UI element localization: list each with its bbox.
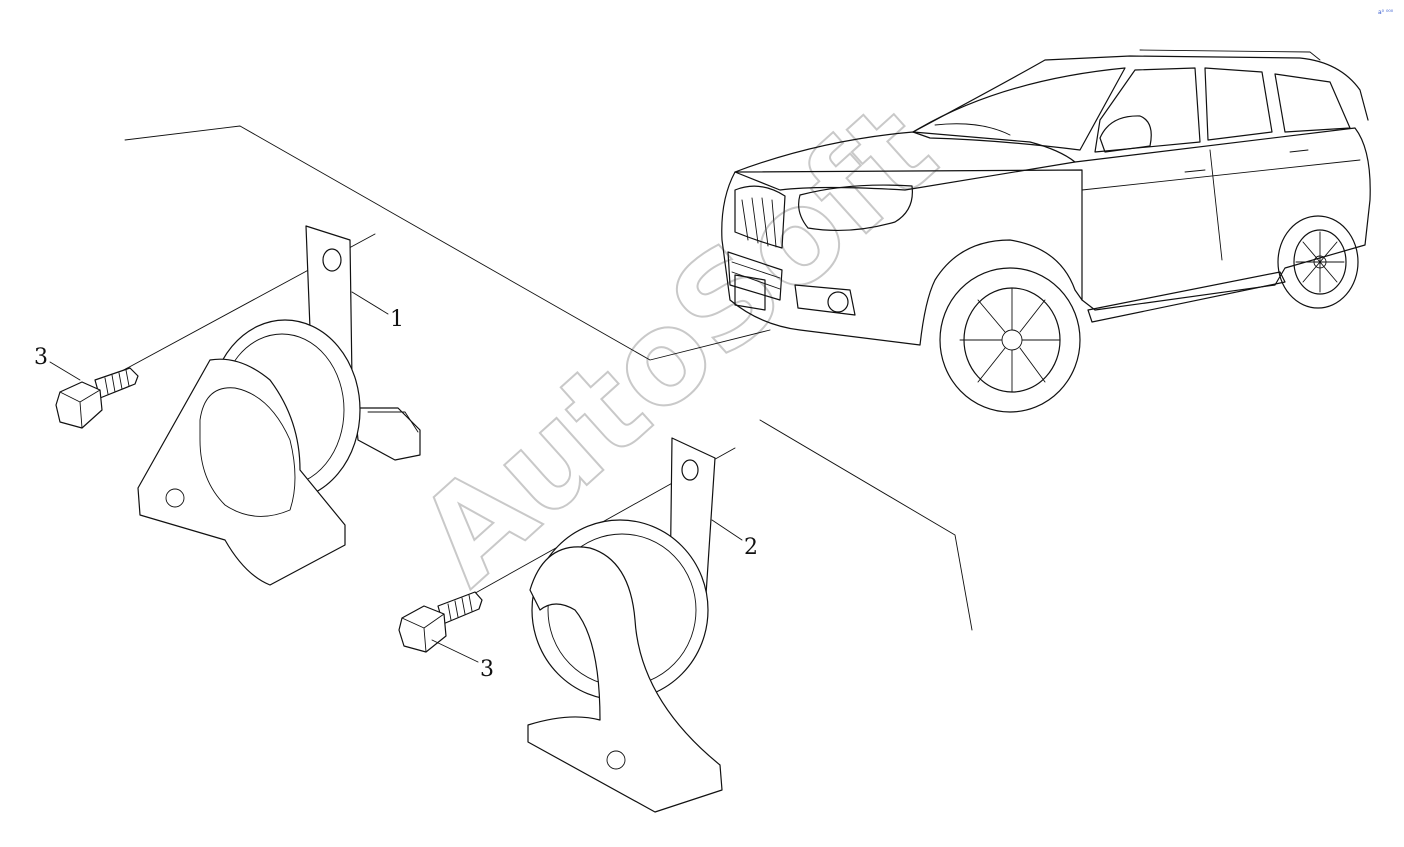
front-fascia bbox=[721, 169, 1083, 346]
fog-light bbox=[827, 291, 849, 313]
hood bbox=[734, 131, 1076, 191]
fog-light-housing bbox=[794, 284, 856, 316]
bolt-lower-head-edges bbox=[401, 613, 445, 653]
lower-grille bbox=[727, 251, 783, 301]
front-side-window bbox=[1094, 67, 1201, 153]
wiper bbox=[934, 123, 1011, 136]
horn-1-mouth bbox=[199, 387, 296, 517]
horn-1-logo bbox=[165, 488, 185, 508]
horn-2-logo bbox=[606, 750, 626, 770]
bolt-lower-head bbox=[398, 605, 447, 653]
callout-3-upper-leader bbox=[49, 361, 81, 381]
horn-2-bracket-hole bbox=[681, 459, 699, 481]
callout-3-upper-label: 3 bbox=[34, 345, 48, 370]
callout-3-lower-leader bbox=[431, 639, 479, 663]
callout-2-label: 2 bbox=[744, 535, 758, 560]
rear-door-handle bbox=[1289, 149, 1309, 153]
bolt-upper-head-edges bbox=[59, 389, 101, 429]
vehicle-roofline bbox=[912, 55, 1369, 133]
callout-1-label: 1 bbox=[390, 307, 404, 332]
front-tire bbox=[939, 267, 1081, 413]
roof-rail bbox=[1139, 49, 1321, 61]
body-side bbox=[1074, 127, 1371, 311]
callout-2-leader bbox=[711, 519, 743, 541]
side-mirror bbox=[1099, 115, 1152, 153]
door-seam bbox=[1209, 149, 1223, 261]
horn-1-shell bbox=[137, 358, 346, 586]
horn-1-connector-edge bbox=[367, 411, 419, 433]
bolt-upper-shank bbox=[94, 367, 139, 399]
rear-tire bbox=[1277, 215, 1359, 309]
rear-side-window bbox=[1204, 67, 1273, 141]
callout-1-leader bbox=[351, 291, 389, 315]
bolt-upper bbox=[55, 367, 139, 429]
horn-2 bbox=[527, 437, 723, 813]
bolt-upper-head bbox=[55, 381, 103, 429]
corner-mark: a⁰ ⁰⁰⁰ bbox=[1378, 9, 1394, 16]
front-hub bbox=[1001, 329, 1023, 351]
side-step bbox=[1087, 271, 1286, 323]
grille-bars bbox=[741, 197, 777, 248]
leader-line-lower bbox=[759, 419, 973, 631]
horn-1-bracket-hole bbox=[322, 248, 342, 272]
bolt-upper-thread bbox=[104, 369, 130, 395]
horn-1 bbox=[137, 225, 421, 586]
vehicle-suv bbox=[721, 49, 1371, 413]
front-spokes bbox=[959, 287, 1061, 393]
grille bbox=[734, 185, 786, 249]
bolt-lower bbox=[398, 591, 483, 653]
horn-2-shell bbox=[527, 546, 723, 813]
license-bracket bbox=[734, 274, 766, 311]
body-crease bbox=[1081, 159, 1361, 191]
callout-3-lower-label: 3 bbox=[480, 657, 494, 682]
quarter-window bbox=[1274, 73, 1351, 133]
rear-rim bbox=[1293, 229, 1347, 295]
horn-1-connector bbox=[354, 407, 421, 461]
headlight bbox=[798, 184, 913, 231]
callouts: 1 2 3 3 bbox=[34, 291, 758, 682]
bolt-lower-thread bbox=[447, 594, 473, 621]
rear-spokes bbox=[1295, 231, 1345, 293]
leader-line-upper bbox=[124, 125, 771, 361]
front-door-handle bbox=[1184, 169, 1206, 173]
lower-grille-bars bbox=[731, 261, 781, 290]
windshield bbox=[912, 67, 1126, 151]
